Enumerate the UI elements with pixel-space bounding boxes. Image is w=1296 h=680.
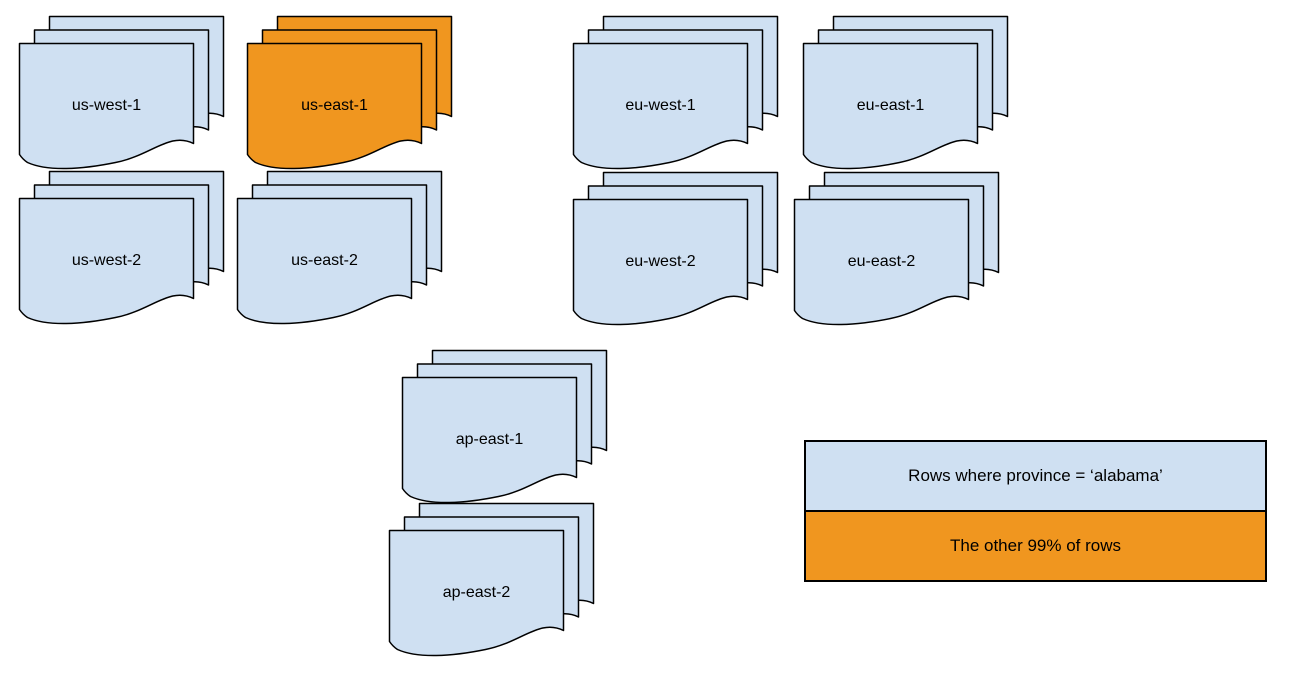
region-stack-us-east-2: us-east-2 [236,170,443,328]
region-stack-eu-west-1: eu-west-1 [572,15,779,173]
region-label: ap-east-2 [442,584,511,601]
legend: Rows where province = ‘alabama’ The othe… [804,440,1267,582]
region-label: us-east-1 [301,97,368,114]
region-stack-eu-east-1: eu-east-1 [802,15,1009,173]
region-stack-ap-east-1: ap-east-1 [401,349,608,507]
region-stack-eu-east-2: eu-east-2 [793,171,1000,329]
region-stack-us-west-2: us-west-2 [18,170,225,328]
region-label: us-west-1 [71,97,142,114]
region-label: eu-east-2 [847,253,916,270]
legend-row-province-rows: Rows where province = ‘alabama’ [806,442,1265,512]
region-label: us-east-2 [291,252,358,269]
legend-row-other-rows: The other 99% of rows [806,512,1265,580]
region-label: us-west-2 [71,252,142,269]
region-stack-eu-west-2: eu-west-2 [572,171,779,329]
region-stack-us-west-1: us-west-1 [18,15,225,173]
legend-label: The other 99% of rows [949,536,1122,555]
region-label: eu-west-2 [625,253,696,270]
region-stack-ap-east-2: ap-east-2 [388,502,595,660]
region-label: eu-west-1 [625,97,696,114]
region-label: ap-east-1 [455,431,524,448]
legend-label: Rows where province = ‘alabama’ [908,466,1163,485]
region-label: eu-east-1 [856,97,925,114]
region-stack-us-east-1: us-east-1 [246,15,453,173]
